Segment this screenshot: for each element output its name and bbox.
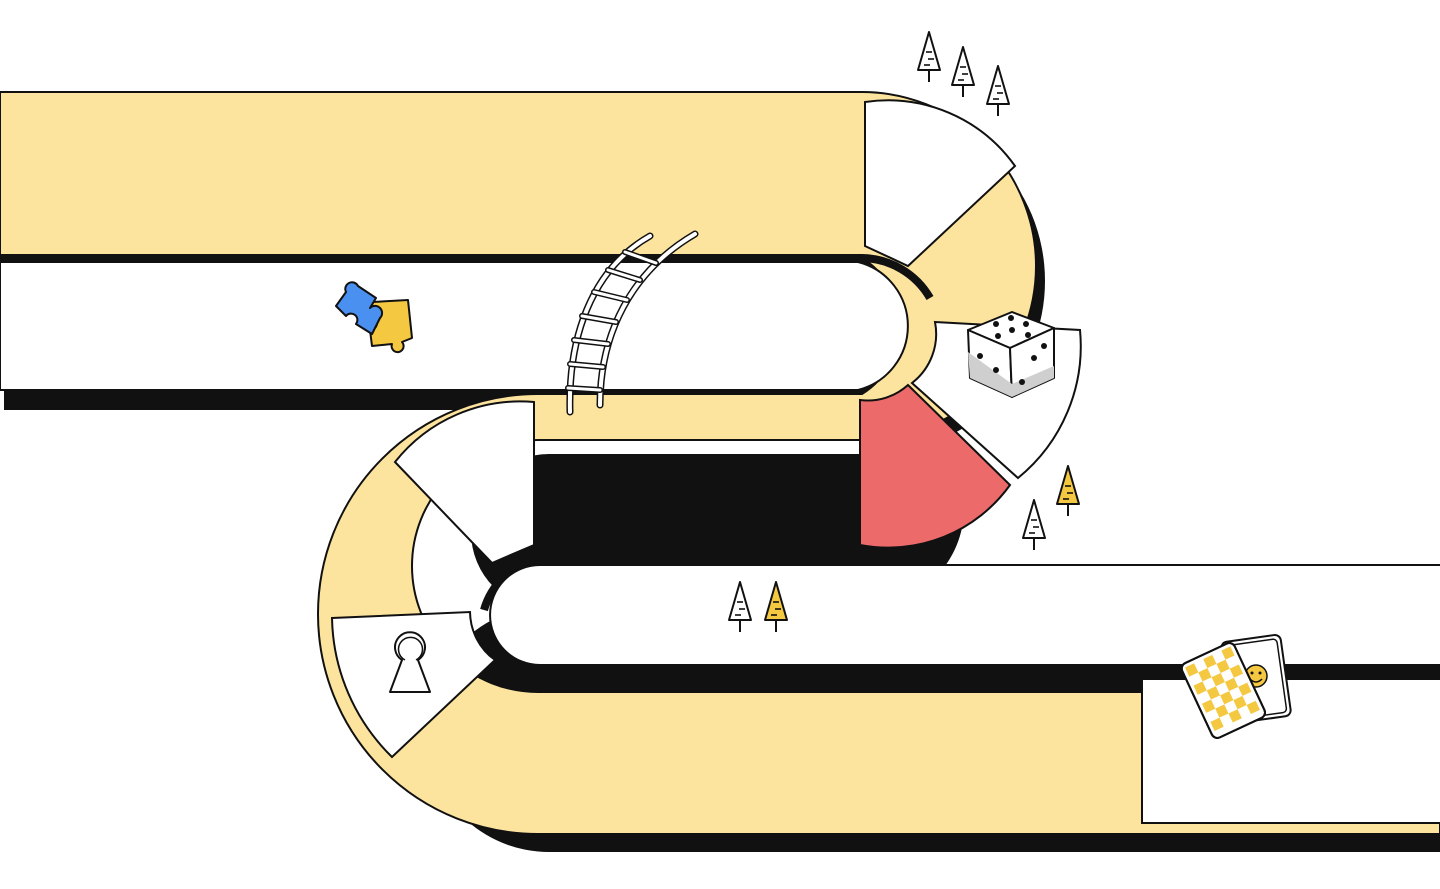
tree-group-right (1022, 465, 1080, 551)
tree-icon (986, 65, 1010, 117)
tree-icon (917, 31, 941, 83)
dice-icon[interactable] (967, 311, 1055, 398)
card-deck-icon[interactable] (1180, 634, 1292, 740)
gap-upper (0, 261, 909, 391)
puzzle-pieces-icon[interactable] (335, 281, 413, 354)
tree-icon (1022, 499, 1046, 551)
tree-icon (1056, 465, 1080, 517)
tree-group-top (917, 31, 1010, 117)
upper-band-edge (0, 254, 934, 301)
space-finish[interactable] (1141, 678, 1440, 824)
space-middle-left-1[interactable] (393, 400, 535, 565)
keyhole-icon[interactable] (389, 631, 431, 693)
space-upper-right-3[interactable] (859, 383, 1012, 549)
ladder-rungs-fill (566, 250, 658, 392)
tree-icon (951, 46, 975, 98)
lower-band-edge (480, 556, 539, 612)
gap-lower-cover (540, 566, 1440, 664)
space-upper-right-1[interactable] (864, 99, 1017, 268)
